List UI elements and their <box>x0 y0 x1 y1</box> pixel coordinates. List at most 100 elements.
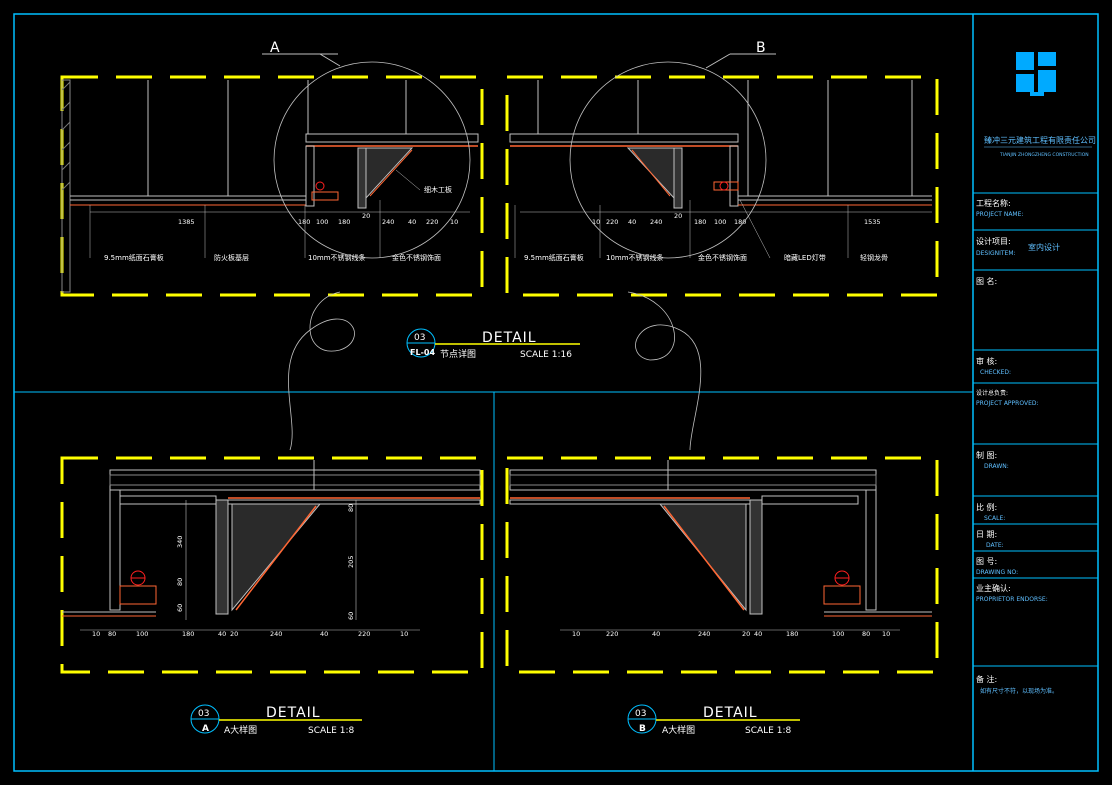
connector-curve-right <box>627 291 702 451</box>
note-text: 如有尺寸不符，以现场为准。 <box>980 687 1058 695</box>
a-dim-3: 180 <box>182 630 194 638</box>
a-subtitle: A大样图 <box>224 724 257 736</box>
tl-label-2: 10mm不锈钢线条 <box>308 253 366 262</box>
a-dim-8: 220 <box>358 630 370 638</box>
endorse-cn: 业主确认: <box>976 583 1011 593</box>
b-dim-4: 20 <box>742 630 750 638</box>
tr-dim-0: 10 <box>592 218 600 226</box>
project-name-en: PROJECT NAME: <box>976 211 1023 218</box>
b-dim-8: 80 <box>862 630 870 638</box>
note-cn: 备 注: <box>976 674 997 684</box>
tl-dim-0: 1385 <box>178 218 195 226</box>
b-bubble-num: 03 <box>635 709 646 719</box>
a-heading: DETAIL <box>266 705 321 721</box>
tr-label-0: 9.5mm纸面石膏板 <box>524 253 584 262</box>
tl-dim-5: 240 <box>382 218 394 226</box>
scale-en: SCALE: <box>984 515 1005 522</box>
tl-dim-4: 20 <box>362 212 370 220</box>
tr-label-2: 金色不锈钢饰面 <box>698 253 747 262</box>
a-dim-7: 40 <box>320 630 328 638</box>
tl-dim-7: 220 <box>426 218 438 226</box>
b-dim-7: 100 <box>832 630 844 638</box>
approved-en: PROJECT APPROVED: <box>976 400 1039 407</box>
tr-dim-8: 1535 <box>864 218 881 226</box>
tl-label-4: 细木工板 <box>424 185 452 194</box>
design-item-value: 室内设计 <box>1028 242 1060 252</box>
drawn-cn: 制 图: <box>976 450 997 460</box>
b-dim-1: 220 <box>606 630 618 638</box>
design-item-en: DESIGNITEM: <box>976 250 1016 257</box>
a-vdim-5: 60 <box>347 612 355 620</box>
tr-label-3: 暗藏LED灯带 <box>784 253 826 262</box>
title-block: 臻冲三元建筑工程有限责任公司 TIANJIN ZHONGZHENG CONSTR… <box>973 52 1098 695</box>
b-subtitle: A大样图 <box>662 724 695 736</box>
tr-dim-6: 100 <box>714 218 726 226</box>
detail-a-section: 10 80 100 180 40 20 240 40 220 10 340 80… <box>60 456 484 674</box>
detail-b-section: 10 220 40 240 20 40 180 100 80 10 <box>505 456 939 674</box>
tr-dim-7: 180 <box>734 218 746 226</box>
tl-dim-3: 180 <box>338 218 350 226</box>
b-dim-5: 40 <box>754 630 762 638</box>
company-logo <box>1016 52 1056 96</box>
tl-label-1: 防火板基层 <box>214 253 249 262</box>
endorse-en: PROPRIETOR ENDORSE: <box>976 596 1048 603</box>
date-cn: 日 期: <box>976 530 997 539</box>
tl-dim-1: 180 <box>298 218 310 226</box>
company-name-cn: 臻冲三元建筑工程有限责任公司 <box>984 135 1096 145</box>
detail-b-title: 03 B DETAIL A大样图 SCALE 1:8 <box>627 704 800 736</box>
tl-dim-6: 40 <box>408 218 416 226</box>
a-dim-5: 20 <box>230 630 238 638</box>
scale-cn: 比 例: <box>976 502 997 512</box>
top-left-section: 1385 180 100 180 20 240 40 220 10 9.5mm纸… <box>60 40 484 297</box>
top-detail-heading: DETAIL <box>482 330 537 346</box>
a-vdim-3: 80 <box>347 504 355 512</box>
company-name-en: TIANJIN ZHONGZHENG CONSTRUCTION <box>999 152 1089 158</box>
design-item-cn: 设计项目: <box>976 236 1011 246</box>
a-vdim-0: 340 <box>176 536 184 548</box>
a-dim-6: 240 <box>270 630 282 638</box>
a-dim-1: 80 <box>108 630 116 638</box>
top-detail-subtitle: 节点详图 <box>440 348 476 360</box>
top-right-section: 10 220 40 240 20 180 100 180 1535 9.5mm纸… <box>505 40 939 297</box>
approved-cn: 设计总负责: <box>976 389 1008 397</box>
b-dim-0: 10 <box>572 630 580 638</box>
tr-dim-5: 180 <box>694 218 706 226</box>
tl-label-0: 9.5mm纸面石膏板 <box>104 253 164 262</box>
drawn-en: DRAWN: <box>984 463 1009 470</box>
date-en: DATE: <box>986 542 1004 549</box>
a-scale: SCALE 1:8 <box>308 726 354 736</box>
drawing-no-cn: 图 号: <box>976 557 997 566</box>
b-dim-3: 240 <box>698 630 710 638</box>
b-heading: DETAIL <box>703 705 758 721</box>
callout-a-label: A <box>270 40 281 56</box>
checked-cn: 审 核: <box>976 356 997 366</box>
tr-dim-3: 240 <box>650 218 662 226</box>
a-vdim-2: 60 <box>176 604 184 612</box>
tr-dim-4: 20 <box>674 212 682 220</box>
a-bubble-ref: A <box>202 724 209 734</box>
b-dim-6: 180 <box>786 630 798 638</box>
a-bubble-num: 03 <box>198 709 209 719</box>
b-bubble-ref: B <box>639 724 646 734</box>
checked-en: CHECKED: <box>980 369 1011 376</box>
detail-a-title: 03 A DETAIL A大样图 SCALE 1:8 <box>190 704 362 736</box>
tl-dim-2: 100 <box>316 218 328 226</box>
top-detail-title: 03 FL-04 DETAIL 节点详图 SCALE 1:16 <box>406 328 580 360</box>
tr-label-1: 10mm不锈钢线条 <box>606 253 664 262</box>
a-vdim-1: 80 <box>176 578 184 586</box>
top-bubble-num: 03 <box>414 333 425 343</box>
a-dim-9: 10 <box>400 630 408 638</box>
tl-label-3: 金色不锈钢饰面 <box>392 253 441 262</box>
tl-dim-8: 10 <box>450 218 458 226</box>
a-dim-4: 40 <box>218 630 226 638</box>
drawing-name-cn: 图 名: <box>976 276 997 286</box>
a-vdim-4: 205 <box>347 556 355 568</box>
project-name-cn: 工程名称: <box>976 198 1011 208</box>
tr-dim-1: 220 <box>606 218 618 226</box>
tr-dim-2: 40 <box>628 218 636 226</box>
drawing-no-en: DRAWING NO: <box>976 569 1018 576</box>
top-detail-scale: SCALE 1:16 <box>520 350 572 360</box>
b-scale: SCALE 1:8 <box>745 726 791 736</box>
b-dim-9: 10 <box>882 630 890 638</box>
